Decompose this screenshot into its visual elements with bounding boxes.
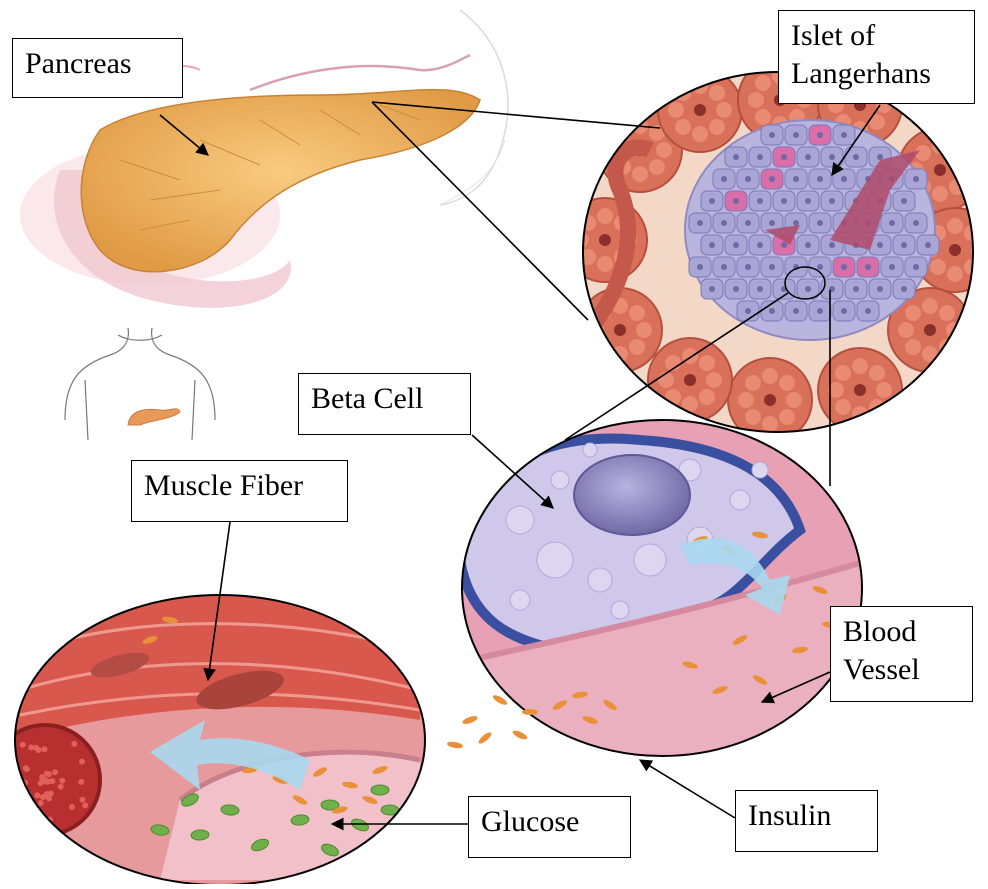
islet-of-langerhans-label: Islet of Langerhans (778, 10, 975, 104)
zoom-line-lower (372, 102, 588, 320)
pancreas-label: Pancreas (12, 38, 183, 98)
glucose-label: Glucose (468, 796, 631, 858)
torso-pancreas-icon (128, 409, 180, 425)
blood-vessel-label: Blood Vessel (830, 606, 973, 702)
beta-cell-magnified-circle (460, 420, 870, 760)
insulin-pointer (640, 760, 735, 818)
muscle-fiber-magnified-circle (0, 595, 425, 884)
beta-cell-label: Beta Cell (298, 373, 471, 435)
islet-magnified-circle (563, 58, 988, 442)
insulin-label: Insulin (735, 790, 878, 852)
muscle-fiber-label: Muscle Fiber (131, 460, 348, 522)
